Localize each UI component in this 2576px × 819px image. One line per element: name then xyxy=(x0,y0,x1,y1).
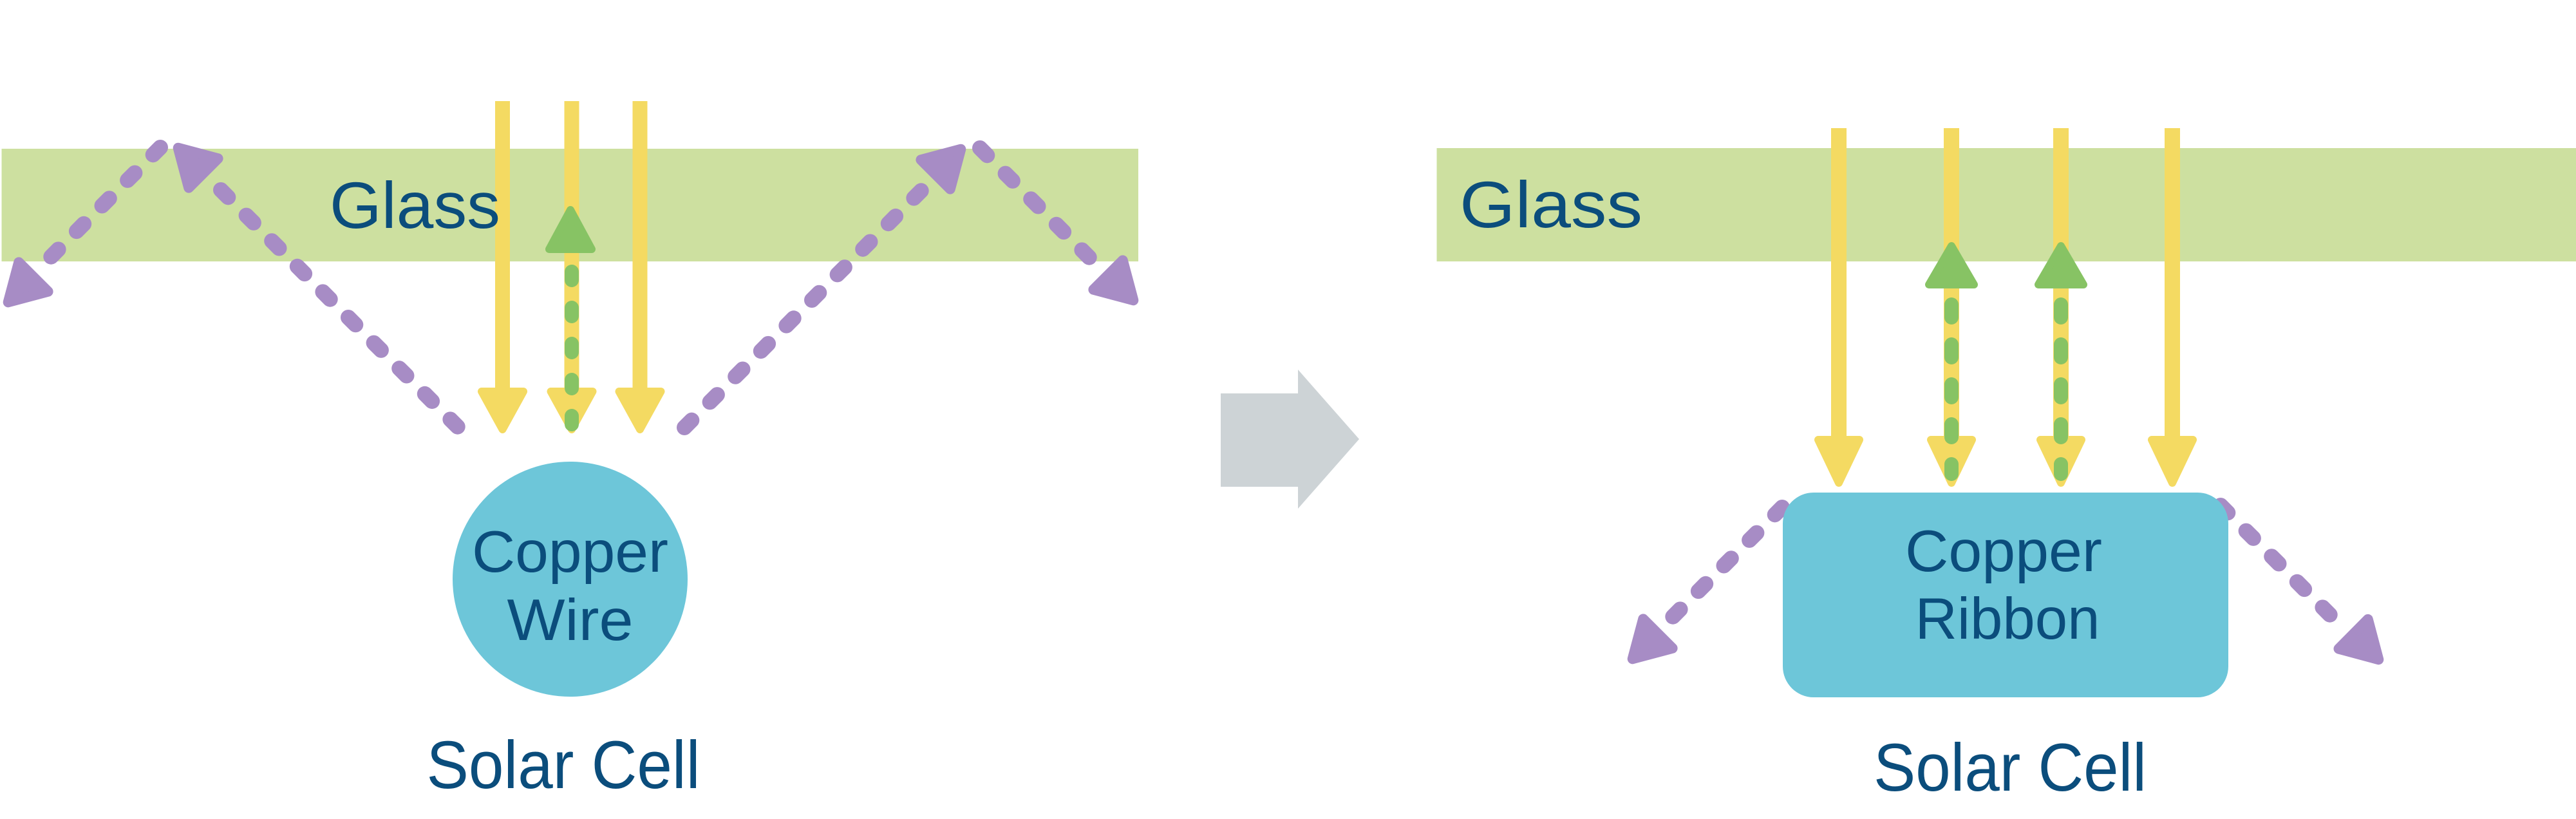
svg-text:Solar Cell: Solar Cell xyxy=(427,728,700,803)
svg-text:Copper: Copper xyxy=(472,520,668,585)
svg-text:Wire: Wire xyxy=(507,588,634,653)
svg-text:Ribbon: Ribbon xyxy=(1915,587,2100,652)
svg-text:Solar Cell: Solar Cell xyxy=(1874,730,2147,805)
svg-text:Glass: Glass xyxy=(330,169,500,242)
svg-text:Copper: Copper xyxy=(1905,519,2102,584)
svg-text:Glass: Glass xyxy=(1460,168,1642,241)
